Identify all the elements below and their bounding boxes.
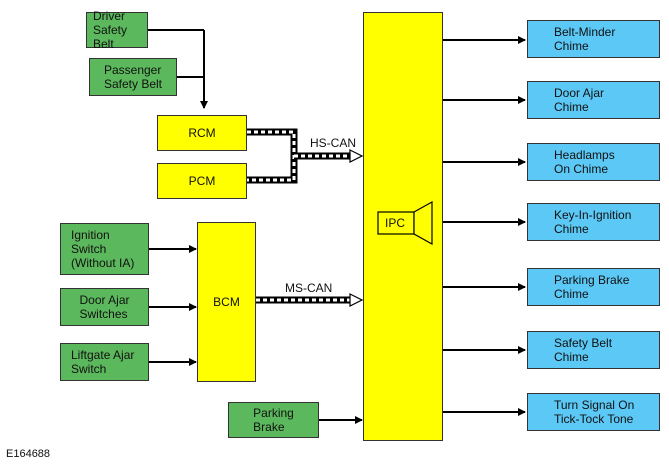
output-headlamps-on-chime: Headlamps On Chime bbox=[527, 143, 660, 181]
ms-can-label: MS-CAN bbox=[285, 281, 333, 295]
output-door-ajar-chime: Door Ajar Chime bbox=[527, 81, 660, 119]
output-belt-minder-chime: Belt-Minder Chime bbox=[527, 20, 660, 58]
output-safety-belt-chime: Safety Belt Chime bbox=[527, 331, 660, 369]
passenger-safety-belt-label: Passenger Safety Belt bbox=[103, 63, 163, 91]
output-label: Belt-Minder Chime bbox=[554, 25, 616, 53]
output-label: Turn Signal On Tick-Tock Tone bbox=[554, 398, 635, 426]
ipc-label: IPC bbox=[385, 216, 406, 230]
output-label: Headlamps On Chime bbox=[554, 148, 615, 176]
parking-brake-box: Parking Brake bbox=[228, 402, 319, 438]
ms-can-bus bbox=[256, 293, 364, 307]
parking-brake-label: Parking Brake bbox=[253, 406, 294, 434]
pcm-label: PCM bbox=[188, 174, 216, 188]
hs-can-bus bbox=[247, 128, 364, 184]
ignition-switch-label: Ignition Switch (Without IA) bbox=[71, 228, 135, 270]
hs-can-label: HS-CAN bbox=[310, 136, 357, 150]
ignition-switch-box: Ignition Switch (Without IA) bbox=[60, 223, 149, 275]
output-key-in-ignition-chime: Key-In-Ignition Chime bbox=[527, 203, 660, 241]
speaker-icon bbox=[377, 200, 433, 246]
bcm-box: BCM bbox=[197, 222, 256, 382]
rcm-box: RCM bbox=[157, 115, 247, 151]
liftgate-ajar-switch-box: Liftgate Ajar Switch bbox=[60, 343, 149, 381]
pcm-box: PCM bbox=[157, 163, 247, 199]
output-parking-brake-chime: Parking Brake Chime bbox=[527, 268, 660, 306]
output-label: Key-In-Ignition Chime bbox=[554, 208, 632, 236]
door-ajar-switches-box: Door Ajar Switches bbox=[60, 288, 149, 326]
passenger-safety-belt-box: Passenger Safety Belt bbox=[89, 58, 177, 96]
bcm-label: BCM bbox=[213, 295, 240, 309]
door-ajar-switches-label: Door Ajar Switches bbox=[79, 293, 130, 321]
output-label: Parking Brake Chime bbox=[554, 273, 630, 301]
figure-id: E164688 bbox=[6, 448, 51, 460]
output-label: Door Ajar Chime bbox=[554, 86, 605, 114]
driver-safety-belt-label: Driver Safety Belt bbox=[93, 9, 128, 51]
liftgate-ajar-switch-label: Liftgate Ajar Switch bbox=[71, 348, 135, 376]
output-label: Safety Belt Chime bbox=[554, 336, 613, 364]
rcm-label: RCM bbox=[188, 126, 216, 140]
output-turn-signal-tone: Turn Signal On Tick-Tock Tone bbox=[527, 393, 660, 431]
driver-safety-belt-box: Driver Safety Belt bbox=[86, 9, 148, 51]
